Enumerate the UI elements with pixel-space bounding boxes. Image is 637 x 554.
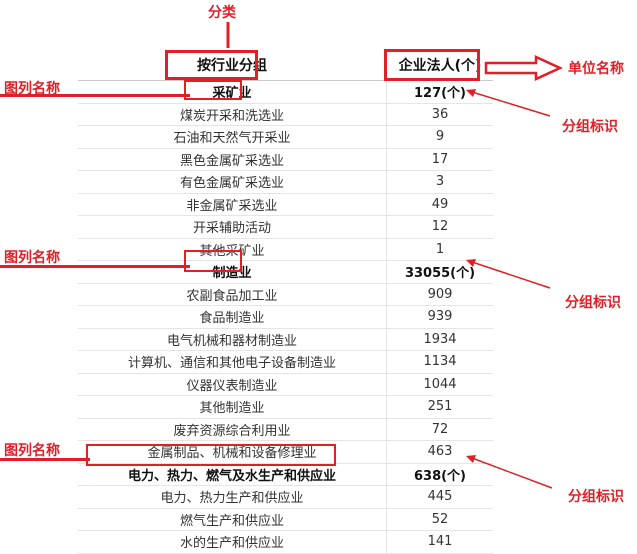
count-cell: 1044 [386,373,493,396]
industry-name-cell: 非金属矿采选业 [78,193,387,216]
group-highlight-box-2 [184,250,242,272]
count-cell: 49 [386,193,493,216]
header-industry: 按行业分组 [78,50,387,81]
industry-name-cell: 金属制品、机械和设备修理业 [78,440,387,464]
industry-name-cell: 其他制造业 [78,395,387,419]
count-cell: 445 [386,485,493,509]
legend-underline-2 [0,265,190,268]
group-id-arrow-icon-1 [466,89,551,117]
count-cell: 36 [386,103,493,126]
count-cell: 463 [386,440,493,464]
industry-name-cell: 计算机、通信和其他电子设备制造业 [78,350,387,374]
industry-name-cell: 煤炭开采和洗选业 [78,103,387,126]
count-cell: 3 [386,170,493,194]
industry-name-cell: 电力、热力生产和供应业 [78,485,387,509]
group-count-cell: 127(个) [386,80,493,104]
count-cell: 939 [386,305,493,329]
unit-highlight-box [384,49,480,81]
group-count-cell: 33055(个) [386,260,493,284]
industry-name-cell: 石油和天然气开采业 [78,125,387,149]
group-count-cell: 638(个) [386,463,493,486]
industry-name-cell: 水的生产和供应业 [78,530,387,554]
table-header-row: 按行业分组 企业法人(个) [78,50,493,81]
count-cell: 1134 [386,350,493,374]
count-cell: 17 [386,148,493,171]
industry-name-cell: 有色金属矿采选业 [78,170,387,194]
industry-name-cell: 仪器仪表制造业 [78,373,387,396]
industry-name-cell: 食品制造业 [78,305,387,329]
group-id-annotation-2: 分组标识 [565,295,621,311]
legend-annotation-2: 图列名称 [4,250,60,266]
category-annotation: 分类 [208,5,236,21]
industry-name-cell: 废弃资源综合利用业 [78,418,387,441]
legend-underline-1 [0,94,190,97]
group-highlight-box-3 [86,444,336,466]
industry-name-cell: 农副食品加工业 [78,283,387,306]
group-id-annotation-1: 分组标识 [562,119,618,135]
count-cell: 909 [386,283,493,306]
group-highlight-box-1 [184,80,242,100]
legend-annotation-1: 图列名称 [4,81,60,97]
category-arrow-icon [226,22,230,48]
count-cell: 72 [386,418,493,441]
industry-name-cell: 黑色金属矿采选业 [78,148,387,171]
category-highlight-box [165,50,258,80]
industry-name-cell: 燃气生产和供应业 [78,508,387,531]
count-cell: 1 [386,238,493,261]
industry-name-cell: 电气机械和器材制造业 [78,328,387,351]
unit-name-annotation: 单位名称 [568,61,624,77]
count-cell: 141 [386,530,493,554]
group-id-arrow-icon-3 [466,455,553,489]
legend-underline-3 [0,458,90,461]
count-cell: 12 [386,215,493,239]
group-id-annotation-3: 分组标识 [568,489,624,505]
group-name-cell: 电力、热力、燃气及水生产和供应业 [78,463,387,486]
count-cell: 1934 [386,328,493,351]
legend-annotation-3: 图列名称 [4,443,60,459]
industry-name-cell: 开采辅助活动 [78,215,387,239]
unit-arrow-icon [484,55,564,81]
count-cell: 251 [386,395,493,419]
count-cell: 9 [386,125,493,149]
count-cell: 52 [386,508,493,531]
group-id-arrow-icon-2 [466,259,551,289]
